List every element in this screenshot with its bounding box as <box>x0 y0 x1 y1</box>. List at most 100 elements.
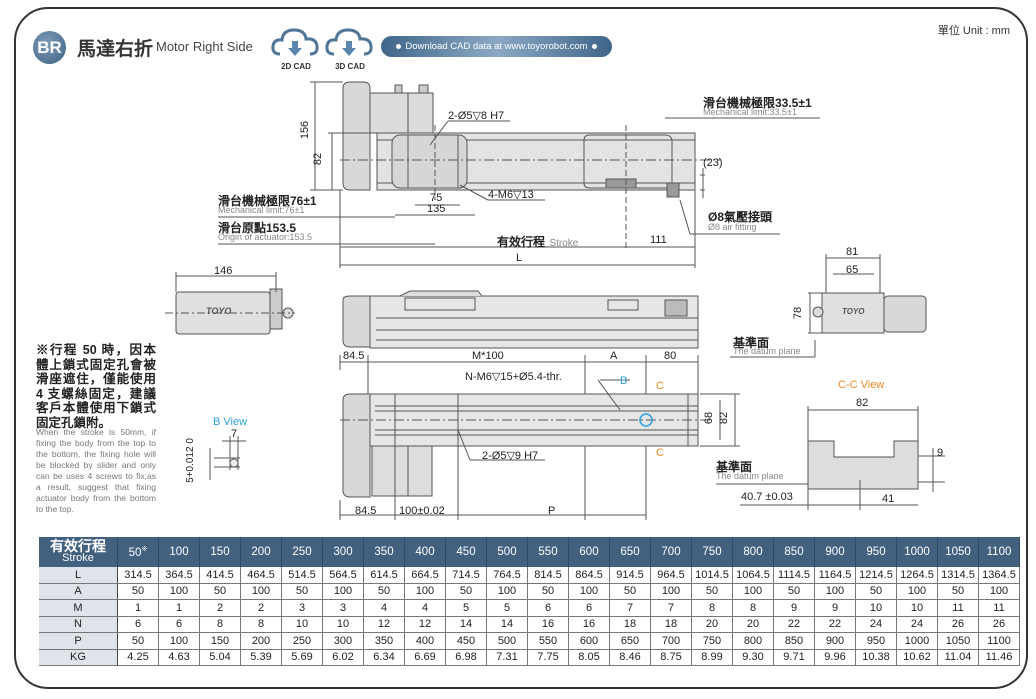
dim-111: 111 <box>650 234 667 246</box>
table-cell: 50 <box>363 583 405 600</box>
table-cell: 650 <box>609 632 651 650</box>
stroke-column-header: 900 <box>814 537 856 567</box>
table-cell: 22 <box>773 616 815 633</box>
table-cell: 800 <box>732 632 774 650</box>
table-cell: 1264.5 <box>896 567 938 584</box>
table-cell: 150 <box>199 632 241 650</box>
table-cell: 6.34 <box>363 649 405 666</box>
table-cell: 10 <box>322 616 364 633</box>
table-cell: 864.5 <box>568 567 610 584</box>
table-cell: 26 <box>937 616 979 633</box>
table-cell: 8.05 <box>568 649 610 666</box>
mech-limit-left-en: Mechanical limit:76±1 <box>218 205 305 215</box>
table-cell: 50 <box>937 583 979 600</box>
bullet-icon <box>591 44 597 49</box>
stroke-column-header: 100 <box>158 537 200 567</box>
table-cell: 5 <box>486 599 528 617</box>
table-cell: 6 <box>117 616 159 633</box>
cad-2d-button[interactable]: 2D CAD <box>270 26 322 71</box>
row-label: N <box>39 616 118 633</box>
table-cell: 6.02 <box>322 649 364 666</box>
table-cell: 5.69 <box>281 649 323 666</box>
dim-82: 82 <box>312 152 325 166</box>
table-cell: 6 <box>527 599 569 617</box>
table-cell: 1314.5 <box>937 567 979 584</box>
table-cell: 20 <box>691 616 733 633</box>
datum-en-cc: The datum plane <box>716 471 784 481</box>
table-cell: 1000 <box>896 632 938 650</box>
dim-L: L <box>516 252 523 264</box>
row-label: A <box>39 583 118 600</box>
table-cell: 6.69 <box>404 649 446 666</box>
download-cad-text: Download CAD data at www.toyorobot.com <box>405 41 588 52</box>
table-cell: 100 <box>568 583 610 600</box>
download-cad-link[interactable]: Download CAD data at www.toyorobot.com <box>381 36 612 57</box>
table-cell: 364.5 <box>158 567 200 584</box>
table-cell: 764.5 <box>486 567 528 584</box>
tap-label-bottom: N-M6▽15+Ø5.4-thr. <box>465 371 562 383</box>
table-cell: 50 <box>773 583 815 600</box>
table-cell: 450 <box>445 632 487 650</box>
row-label: M <box>39 599 118 617</box>
stroke-column-header: 50※ <box>117 537 159 567</box>
stroke-column-header: 250 <box>281 537 323 567</box>
table-cell: 1164.5 <box>814 567 856 584</box>
table-cell: 50 <box>117 583 159 600</box>
table-cell: 1 <box>158 599 200 617</box>
table-cell: 9.96 <box>814 649 856 666</box>
datum-zh-cc: 基準面 <box>716 460 753 474</box>
stroke-column-header: 800 <box>732 537 774 567</box>
table-cell: 4.63 <box>158 649 200 666</box>
table-cell: 24 <box>896 616 938 633</box>
stroke-column-header: 850 <box>773 537 815 567</box>
table-cell: 7.31 <box>486 649 528 666</box>
b-dim-7: 7 <box>231 428 238 440</box>
table-cell: 4 <box>404 599 446 617</box>
stroke-header: 有效行程 Stroke <box>39 537 118 567</box>
toyo-logo-right: TOYO <box>842 307 865 316</box>
table-cell: 50 <box>691 583 733 600</box>
stroke-en: Stroke <box>549 238 579 249</box>
table-cell: 4 <box>363 599 405 617</box>
table-cell: 600 <box>568 632 610 650</box>
datum-zh-right: 基準面 <box>733 336 770 350</box>
table-cell: 50 <box>281 583 323 600</box>
cad-2d-label: 2D CAD <box>281 62 311 71</box>
table-cell: 8 <box>199 616 241 633</box>
table-cell: 8.99 <box>691 649 733 666</box>
pin-label-top: 2-Ø5▽8 H7 <box>448 110 505 122</box>
dim-78: 78 <box>792 306 805 320</box>
table-cell: 750 <box>691 632 733 650</box>
stroke-column-header: 550 <box>527 537 569 567</box>
table-cell: 11.46 <box>978 649 1020 666</box>
table-cell: 400 <box>404 632 446 650</box>
table-cell: 50 <box>117 632 159 650</box>
table-cell: 9 <box>773 599 815 617</box>
table-cell: 10 <box>855 599 897 617</box>
bullet-icon <box>396 44 402 49</box>
table-cell: 5.39 <box>240 649 282 666</box>
toyo-logo: TOYO <box>206 306 232 316</box>
table-cell: 26 <box>978 616 1020 633</box>
origin-zh: 滑台原點153.5 <box>218 221 297 235</box>
stroke-column-header: 300 <box>322 537 364 567</box>
table-cell: 100 <box>158 583 200 600</box>
cad-3d-button[interactable]: 3D CAD <box>324 26 376 71</box>
table-cell: 12 <box>363 616 405 633</box>
table-cell: 100 <box>240 583 282 600</box>
table-cell: 1064.5 <box>732 567 774 584</box>
table-cell: 8 <box>240 616 282 633</box>
table-cell: 6.98 <box>445 649 487 666</box>
dim-146: 146 <box>214 265 233 277</box>
cloud-download-icon <box>325 28 373 56</box>
cc-dim-9: 9 <box>937 447 944 459</box>
table-cell: 11.04 <box>937 649 979 666</box>
row-label: L <box>39 567 118 584</box>
table-cell: 100 <box>978 583 1020 600</box>
table-cell: 8.75 <box>650 649 692 666</box>
table-cell: 10 <box>896 599 938 617</box>
table-cell: 700 <box>650 632 692 650</box>
table-cell: 350 <box>363 632 405 650</box>
